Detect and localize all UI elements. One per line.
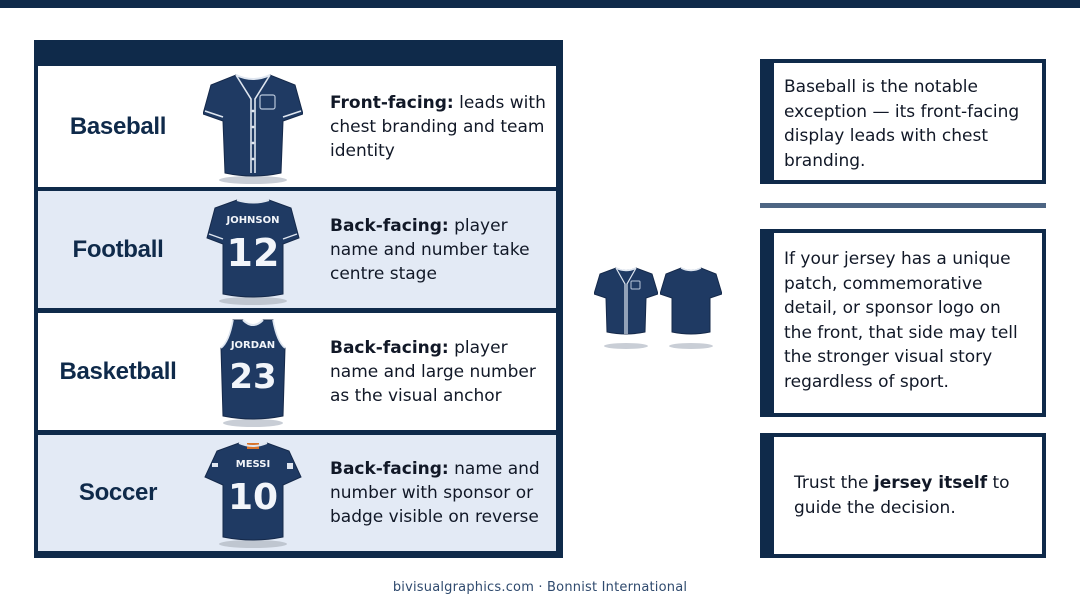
sport-description: Back-facing: name and number with sponso… — [330, 459, 540, 527]
sport-name: Baseball — [69, 112, 167, 140]
sports-table: Baseball Front-facing: leads with chest … — [34, 40, 563, 558]
soccer-jersey-back-icon: MESSI 10 — [204, 442, 302, 548]
jersey-back-icon — [660, 267, 722, 349]
callout-baseball-exception: Baseball is the notable exception — its … — [760, 59, 1046, 184]
sport-name: Soccer — [78, 479, 158, 506]
callout-trust-jersey: Trust the jersey itself to guide the dec… — [760, 433, 1046, 558]
table-row-basketball: Basketball JORDAN 23 Back-facing: player… — [38, 313, 556, 430]
top-accent-bar — [0, 0, 1080, 8]
sport-description: Front-facing: leads with chest branding … — [330, 92, 546, 161]
table-row-soccer: Soccer MESSI 10 Back-facing: name and nu… — [38, 435, 556, 551]
divider — [760, 203, 1046, 208]
football-jersey-back-icon: JOHNSON 12 — [206, 198, 300, 305]
front-back-jersey-illustration — [592, 264, 726, 354]
table-row-football: Football JOHNSON 12 Back-facing: player … — [38, 191, 556, 308]
footer-credit: bivisualgraphics.com · Bonnist Internati… — [392, 580, 688, 595]
table-row-baseball: Baseball Front-facing: leads with chest … — [38, 66, 556, 187]
sport-description: Back-facing: player name and large numbe… — [330, 337, 536, 406]
sport-description: Back-facing: player name and number take… — [330, 215, 530, 284]
svg-text:10: 10 — [228, 477, 278, 518]
callout-unique-front-detail: If your jersey has a unique patch, comme… — [760, 229, 1046, 417]
svg-text:23: 23 — [229, 357, 276, 397]
basketball-jersey-back-icon: JORDAN 23 — [220, 318, 286, 427]
sport-name: Basketball — [59, 357, 177, 385]
sport-name: Football — [72, 235, 164, 263]
svg-text:12: 12 — [227, 231, 280, 275]
svg-text:JOHNSON: JOHNSON — [225, 215, 279, 226]
baseball-jersey-front-icon — [203, 73, 303, 184]
svg-text:JORDAN: JORDAN — [230, 340, 275, 351]
svg-text:MESSI: MESSI — [236, 459, 270, 470]
jersey-front-icon — [594, 267, 658, 349]
